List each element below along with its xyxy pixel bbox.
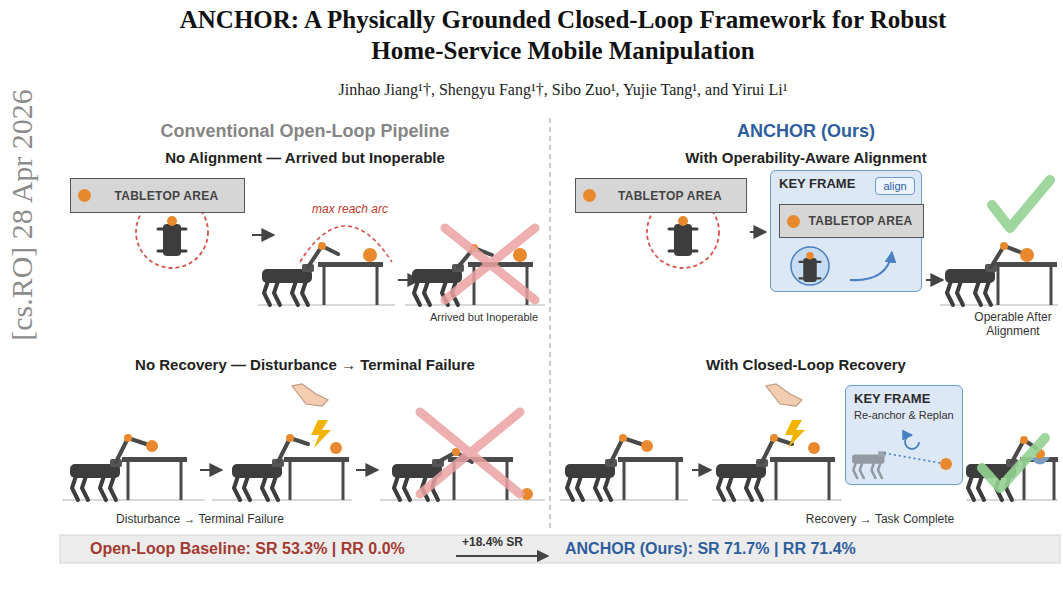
- panel-background: [60, 118, 1060, 563]
- row-heading: No Recovery — Disturbance → Terminal Fai…: [60, 356, 550, 374]
- results-band: Open-Loop Baseline: SR 53.3% | RR 0.0% +1…: [60, 535, 1060, 563]
- paper-title: ANCHOR: A Physically Grounded Closed-Loo…: [163, 4, 963, 66]
- improvement-arrow: [456, 556, 548, 557]
- ours-result: ANCHOR (Ours): SR 71.7% | RR 71.4%: [565, 540, 856, 558]
- outcome-label: Operable After Alignment: [966, 310, 1060, 339]
- arxiv-stamp: [cs.RO] 28 Apr 2026: [4, 89, 40, 341]
- arc-label: max reach arc: [300, 202, 400, 216]
- no-recovery-scene: [70, 384, 533, 500]
- frame-subtitle: Re-anchor & Replan: [854, 409, 954, 421]
- recovery-scene: [565, 384, 1058, 500]
- row-heading: With Closed-Loop Recovery: [552, 356, 1060, 374]
- tag-text: align: [883, 180, 906, 192]
- align-tag: align: [875, 177, 915, 195]
- author-list: Jinhao Jiang¹†, Shengyu Fang¹†, Sibo Zuo…: [160, 80, 966, 99]
- panel-heading: ANCHOR (Ours): [552, 121, 1060, 143]
- area-label: TABLETOP AREA: [114, 189, 218, 203]
- baseline-result: Open-Loop Baseline: SR 53.3% | RR 0.0%: [90, 540, 405, 558]
- outcome-label: Arrived but Inoperable: [420, 311, 548, 324]
- row-heading: With Operability-Aware Alignment: [552, 149, 1060, 167]
- ball-icon: [78, 189, 91, 202]
- outcome-label: Disturbance → Terminal Failure: [70, 512, 330, 526]
- outcome-label: Recovery → Task Complete: [780, 512, 980, 526]
- area-label: TABLETOP AREA: [808, 214, 912, 228]
- tabletop-box: TABLETOP AREA: [575, 178, 747, 213]
- tabletop-box: TABLETOP AREA: [779, 204, 924, 238]
- frame-title: KEY FRAME: [779, 176, 855, 191]
- ground-lines: [62, 305, 1058, 500]
- key-frame-box: KEY FRAME Re-anchor & Replan: [845, 385, 963, 485]
- ball-icon: [583, 189, 596, 202]
- gain-label: +18.4% SR: [462, 535, 523, 549]
- row-heading: No Alignment — Arrived but Inoperable: [60, 149, 550, 167]
- area-label: TABLETOP AREA: [618, 189, 722, 203]
- key-frame-box: KEY FRAME alignTABLETOP AREA: [770, 170, 922, 292]
- ball-icon: [787, 215, 800, 228]
- tabletop-box: TABLETOP AREA: [70, 178, 245, 213]
- frame-title: KEY FRAME: [854, 391, 930, 406]
- panel-heading: Conventional Open-Loop Pipeline: [60, 121, 550, 143]
